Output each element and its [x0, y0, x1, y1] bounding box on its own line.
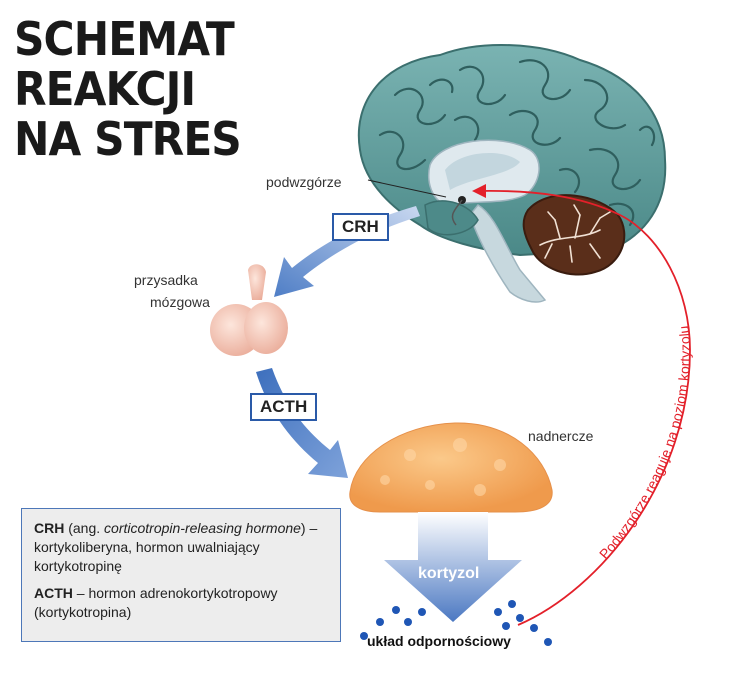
- adrenal-gland-illustration: [349, 422, 553, 513]
- pituitary-label-line-1: przysadka: [134, 272, 198, 288]
- immune-dots: [360, 600, 552, 646]
- acth-arrow: [256, 368, 348, 478]
- adrenal-label: nadnercze: [528, 428, 594, 444]
- legend-acth: ACTH – hormon adrenokortykotropowy (kort…: [34, 584, 328, 622]
- legend-acth-definition: – hormon adrenokortykotropowy (kortykotr…: [34, 585, 278, 620]
- legend-crh-term: CRH: [34, 520, 65, 536]
- page-title-line-2: REAKCJI: [14, 62, 196, 116]
- feedback-arrow: [477, 189, 691, 626]
- page-title-line-1: SCHEMAT: [14, 12, 235, 66]
- feedback-label: Podwzgórze reaguje na poziom kortyzolu: [596, 325, 693, 562]
- brain-illustration: [357, 43, 667, 303]
- crh-badge: CRH: [332, 213, 389, 241]
- page-title-line-3: NA STRES: [14, 112, 242, 166]
- legend-crh-english: corticotropin-releasing hormone: [104, 520, 301, 536]
- legend-box: CRH (ang. corticotropin-releasing hormon…: [21, 508, 341, 642]
- feedback-arrowhead: [472, 184, 486, 198]
- pituitary-label-line-2: mózgowa: [150, 294, 210, 310]
- immune-system-label: układ odpornościowy: [367, 633, 511, 649]
- legend-crh: CRH (ang. corticotropin-releasing hormon…: [34, 519, 328, 576]
- legend-acth-term: ACTH: [34, 585, 73, 601]
- cortisol-arrow: [384, 512, 522, 622]
- pituitary-gland-illustration: [210, 264, 288, 356]
- hypothalamus-leader-line: [367, 179, 447, 198]
- acth-badge: ACTH: [250, 393, 318, 421]
- legend-crh-definition: ) – kortykoliberyna, hormon uwalniający …: [34, 520, 318, 574]
- cortisol-label: kortyzol: [418, 565, 480, 582]
- legend-crh-open: (ang.: [64, 520, 105, 536]
- hypothalamus-label: podwzgórze: [266, 174, 342, 190]
